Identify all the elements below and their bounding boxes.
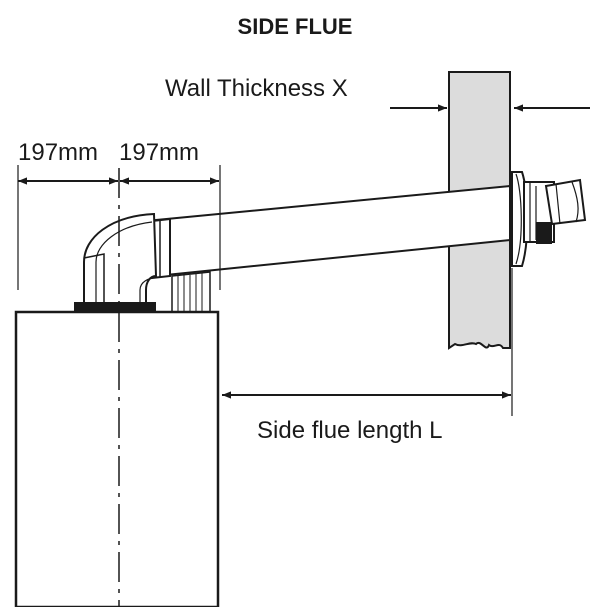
right-dimension-label: 197mm	[119, 139, 199, 166]
diagram-title: SIDE FLUE	[238, 14, 353, 39]
wall-thickness-label: Wall Thickness X	[165, 75, 348, 102]
flue-terminal	[511, 171, 587, 267]
flue-elbow	[83, 212, 159, 307]
boiler-body	[14, 310, 220, 607]
flue-length-label: Side flue length L	[257, 417, 442, 444]
left-dimension-label: 197mm	[18, 139, 98, 166]
flue-mounting-plate	[74, 302, 156, 311]
